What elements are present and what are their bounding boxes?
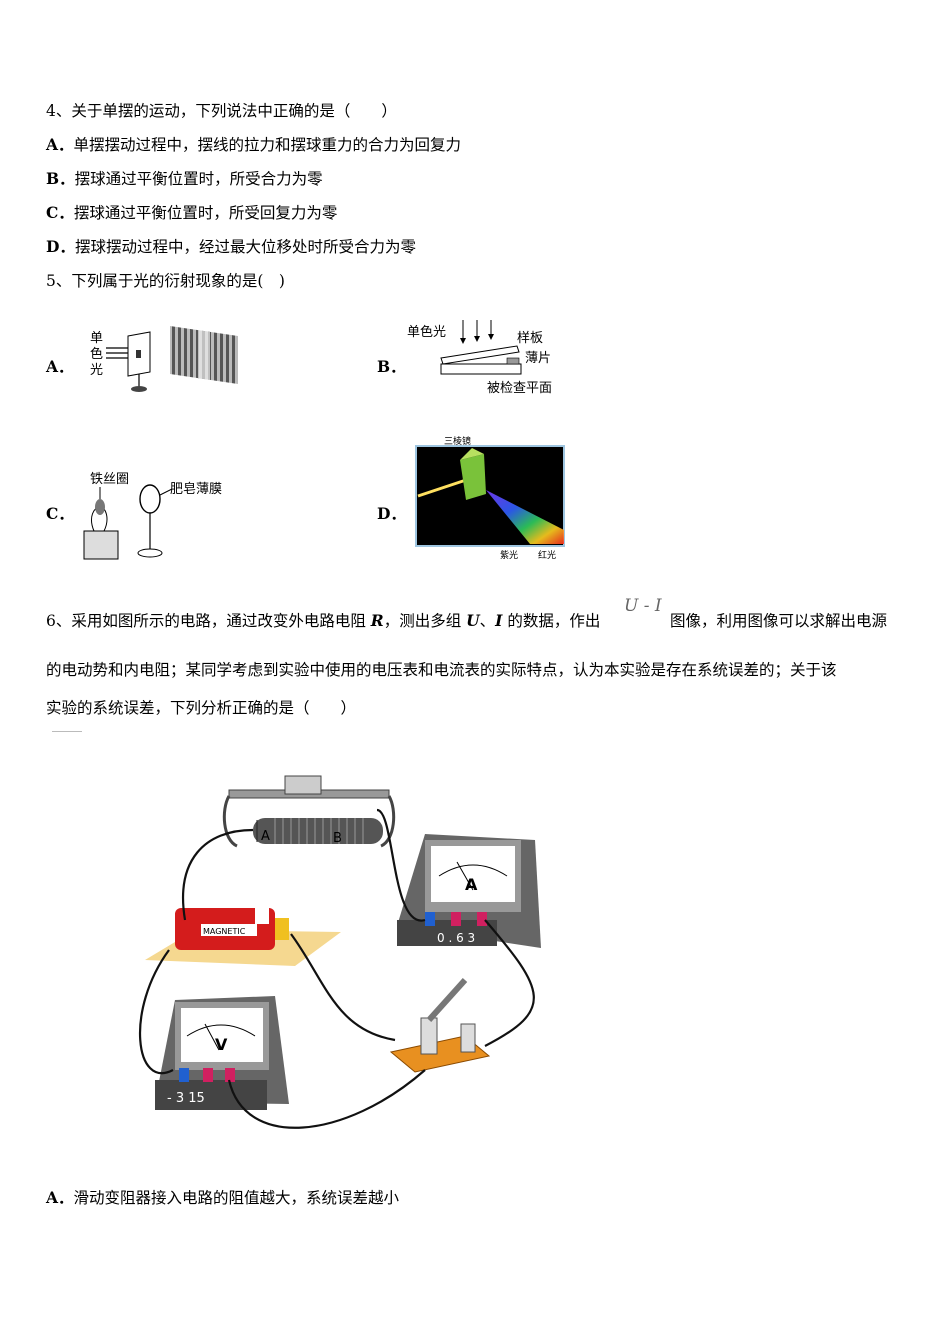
var-r: R: [370, 611, 384, 630]
prism-dispersion-figure: 三棱镜 紫光 红光: [415, 435, 565, 561]
q5-option-d-letter: D．: [377, 504, 406, 523]
label-violet: 紫光: [500, 549, 518, 561]
q5-option-b-letter: B．: [377, 357, 406, 376]
voltmeter-symbol: V: [215, 1035, 228, 1054]
q6-line-1: 6、采用如图所示的电路，通过改变外电路电阻 R，测出多组 U、I 的数据，作出: [46, 610, 600, 632]
divider: [52, 731, 82, 732]
q6-line-3: 实验的系统误差，下列分析正确的是（ ）: [46, 699, 357, 717]
q6-text-b: ，测出多组: [383, 612, 467, 630]
ammeter: A 0 . 6 3: [397, 834, 541, 948]
label-se: 色: [90, 346, 103, 362]
option-text: 摆球通过平衡位置时，所受回复力为零: [73, 204, 338, 222]
label-soap-film: 肥皂薄膜: [170, 482, 222, 497]
label-dan: 单: [90, 331, 103, 346]
label-prism: 三棱镜: [444, 435, 471, 447]
q6-text-c: 的数据，作出: [502, 612, 601, 630]
q6-line-2: 的电动势和内电阻；某同学考虑到实验中使用的电压表和电流表的实际特点，认为本实验是…: [46, 661, 837, 679]
battery-label: MAGNETIC: [203, 927, 246, 936]
q4-option-d: D．摆球摆动过程中，经过最大位移处时所受合力为零: [46, 236, 416, 258]
battery: MAGNETIC: [145, 908, 341, 966]
q5-stem: 5、下列属于光的衍射现象的是( ): [46, 272, 285, 290]
soap-film-figure: 铁丝圈 肥皂薄膜: [83, 472, 222, 560]
u-i-formula: U - I: [624, 596, 662, 616]
q6-option-a: A．滑动变阻器接入电路的阻值越大，系统误差越小: [46, 1187, 399, 1209]
label-surface: 被检查平面: [487, 381, 552, 396]
q4-option-b: B．摆球通过平衡位置时，所受合力为零: [46, 168, 323, 190]
option-letter: D．: [46, 237, 75, 256]
var-u: U: [466, 611, 480, 630]
rheostat-label-a: A: [261, 829, 270, 844]
q5-option-a-letter: A．: [46, 357, 74, 376]
label-mono-light: 单色光: [407, 324, 446, 340]
q4-stem: 4、关于单摆的运动，下列说法中正确的是（ ）: [46, 102, 397, 120]
option-text: 摆球通过平衡位置时，所受合力为零: [74, 170, 323, 188]
label-plate: 样板: [517, 331, 543, 346]
circuit-diagram: A B MAGNETIC A 0 . 6 3 V - 3: [138, 775, 541, 1129]
q5-option-c-letter: C．: [46, 504, 74, 523]
option-letter: C．: [46, 203, 74, 222]
label-guang: 光: [90, 363, 103, 378]
rheostat-label-b: B: [333, 831, 342, 846]
rheostat: A B: [222, 775, 396, 848]
voltmeter: V - 3 15: [155, 996, 289, 1110]
option-letter: B．: [46, 169, 75, 188]
option-text: 单摆摆动过程中，摆线的拉力和摆球重力的合力为回复力: [73, 136, 462, 154]
option-letter: A．: [46, 1188, 74, 1207]
diffraction-slit-figure: 单 色 光: [90, 326, 238, 392]
q4-option-c: C．摆球通过平衡位置时，所受回复力为零: [46, 202, 337, 224]
label-film: 薄片: [525, 351, 551, 366]
q6-sep: 、: [479, 612, 496, 630]
option-text: 摆球摆动过程中，经过最大位移处时所受合力为零: [74, 238, 416, 256]
ammeter-symbol: A: [465, 875, 478, 894]
voltmeter-terminals: - 3 15: [167, 1091, 205, 1106]
option-letter: A．: [46, 135, 74, 154]
air-wedge-figure: 单色光 样板 薄片 被检查平面: [407, 320, 552, 396]
var-i: I: [495, 611, 503, 630]
option-text: 滑动变阻器接入电路的阻值越大，系统误差越小: [73, 1189, 400, 1207]
label-wire-ring: 铁丝圈: [90, 472, 129, 487]
q6-text-d: 图像，利用图像可以求解出电源: [670, 612, 888, 630]
switch: [389, 977, 491, 1073]
ammeter-terminals: 0 . 6 3: [437, 931, 475, 945]
q4-option-a: A．单摆摆动过程中，摆线的拉力和摆球重力的合力为回复力: [46, 134, 461, 156]
q6-text-a: 6、采用如图所示的电路，通过改变外电路电阻: [46, 612, 371, 630]
label-red: 红光: [538, 549, 556, 561]
